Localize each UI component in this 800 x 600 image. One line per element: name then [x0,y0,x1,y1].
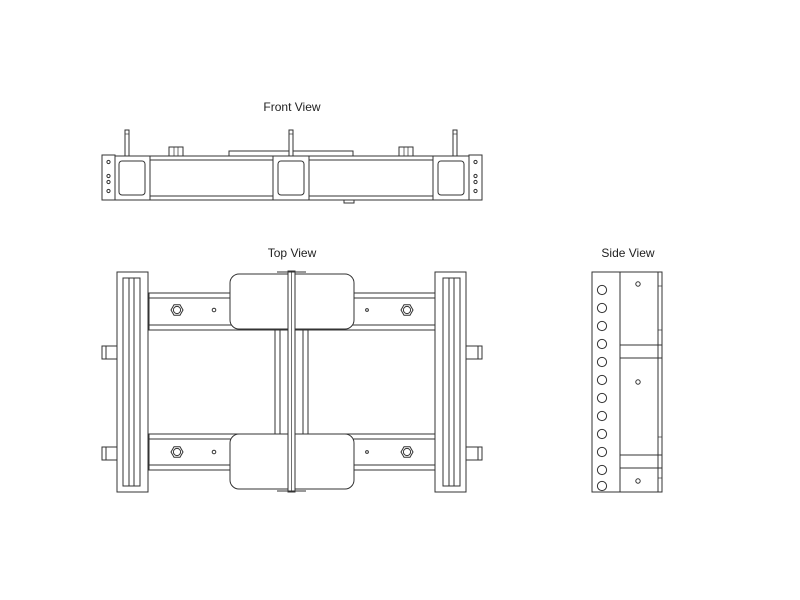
top-bracket-tab-left-upper [101,345,120,360]
side-plate-holes [596,284,608,492]
top-bracket-tab-right-upper [464,345,483,360]
side-body-hole [635,379,641,385]
front-nut-left [168,146,184,157]
front-bottom-tab [343,199,355,204]
front-nut-right [398,146,414,157]
front-tube-center [272,155,310,201]
top-bracket-tab-right-lower [464,446,483,461]
side-body-hole [635,281,641,287]
top-rail-right [434,271,467,493]
front-view [101,129,483,204]
front-tube-right [432,155,470,201]
top-hole [365,308,369,312]
top-nut-lower-right [400,446,414,458]
top-view-title: Top View [267,246,317,260]
front-end-plate-left [101,154,116,201]
side-body-hole [635,478,641,484]
front-stud-center [288,129,294,157]
front-stud-right [452,129,458,157]
front-view-title: Front View [263,100,321,114]
top-center-rails [274,330,309,434]
top-nut-upper-left [170,304,184,316]
side-view [591,271,663,493]
front-end-plate-right [468,154,483,201]
top-bracket-tab-left-lower [101,446,120,461]
top-hole [211,449,217,455]
side-view-title: Side View [601,246,655,260]
top-view [101,270,483,493]
top-center-spine [277,270,306,493]
top-hole [211,307,217,313]
top-hole [365,450,369,454]
side-body [619,271,663,493]
front-stud-left [124,129,130,157]
top-nut-upper-right [400,304,414,316]
top-rail-left [116,271,149,493]
front-tube-left [113,155,151,201]
top-nut-lower-left [170,446,184,458]
